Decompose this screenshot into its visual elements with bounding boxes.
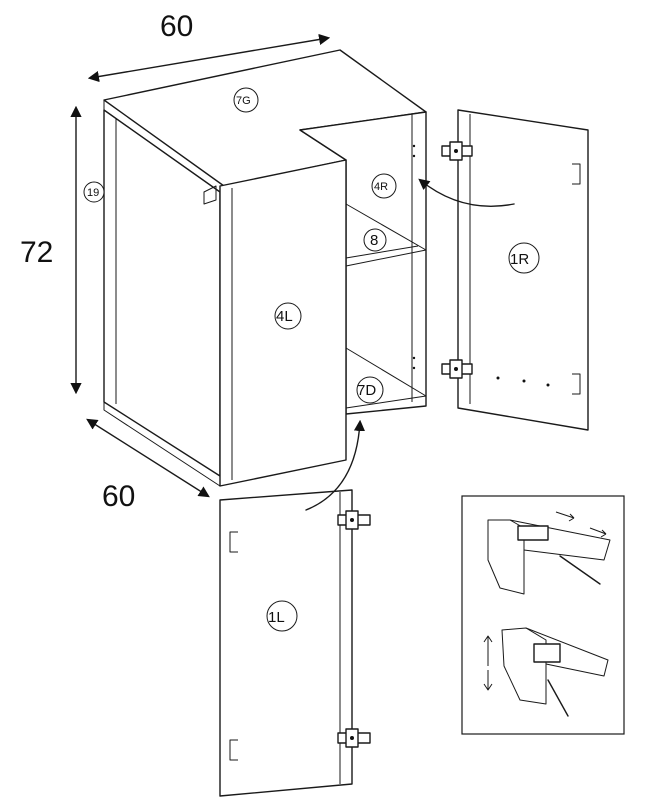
svg-text:8: 8 <box>370 232 378 249</box>
right-door-label: 1R <box>510 251 529 268</box>
screwdriver-icon <box>559 555 601 585</box>
hinge-adjustment-detail <box>461 495 625 735</box>
part-label-4r: 4R <box>371 173 397 199</box>
height-label: 72 <box>20 236 53 269</box>
screwdriver-icon <box>547 679 569 717</box>
left-door: 1L <box>219 489 353 797</box>
width-label: 60 <box>160 10 193 43</box>
svg-text:4R: 4R <box>374 181 388 193</box>
part-label-19: 19 <box>83 181 105 203</box>
depth-dimension: 60 <box>86 418 210 513</box>
svg-text:7D: 7D <box>357 382 376 399</box>
hinge-icon <box>337 510 371 530</box>
curved-arrow-icon <box>305 419 366 511</box>
svg-text:19: 19 <box>87 187 99 199</box>
hinge-icon <box>517 525 549 541</box>
hinge-icon <box>337 728 371 748</box>
svg-text:4L: 4L <box>276 308 293 325</box>
depth-label: 60 <box>102 480 135 513</box>
svg-text:7G: 7G <box>236 95 251 107</box>
curved-arrow-icon <box>418 178 515 207</box>
part-label-7d: 7D <box>356 376 384 404</box>
cabinet-body <box>103 49 427 487</box>
part-label-7g: 7G <box>233 87 259 113</box>
left-door-label: 1L <box>268 609 285 626</box>
right-door: 1R <box>457 109 589 431</box>
hinge-icon <box>533 643 561 663</box>
width-dimension: 60 <box>87 10 331 83</box>
hinge-icon <box>441 141 473 161</box>
part-label-8: 8 <box>363 228 387 252</box>
height-dimension: 72 <box>20 105 82 395</box>
part-label-4l: 4L <box>274 302 302 330</box>
hinge-icon <box>441 359 473 379</box>
